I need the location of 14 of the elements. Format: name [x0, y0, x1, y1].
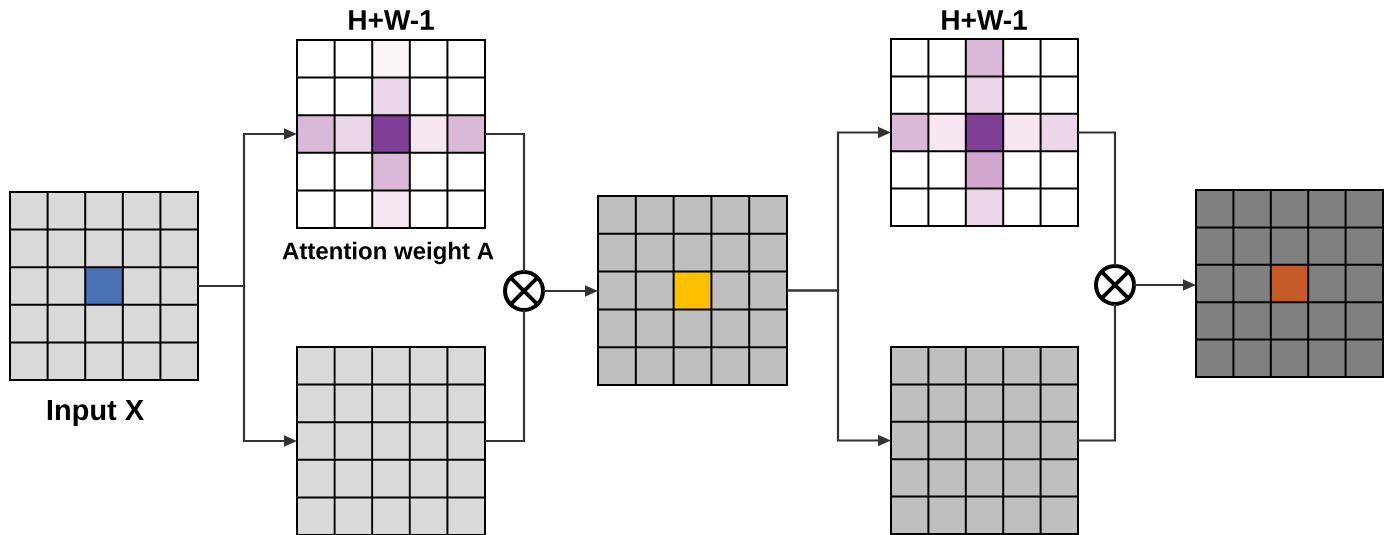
connector-line	[1078, 131, 1117, 266]
feature-map-grid	[1195, 189, 1384, 378]
grid-caption: Input X	[47, 400, 144, 426]
grid-caption: Attention weight A	[282, 241, 494, 265]
connector-line	[485, 132, 526, 272]
feature-map-grid	[890, 346, 1079, 535]
multiply-symbol	[503, 270, 545, 312]
feature-map-grid	[597, 195, 788, 386]
grid-caption: H+W-1	[942, 10, 1027, 30]
grid-caption: H+W-1	[349, 10, 434, 30]
connector-line	[1078, 304, 1117, 442]
multiply-symbol	[1094, 264, 1136, 306]
connector-line	[485, 310, 526, 443]
feature-map-grid	[296, 346, 486, 535]
